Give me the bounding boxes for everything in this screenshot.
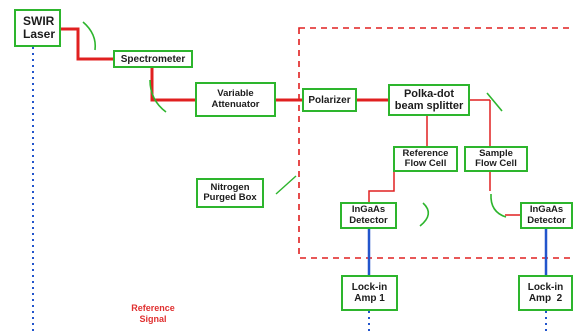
variable-attenuator-line-2: Attenuator <box>211 98 260 110</box>
nitrogen-purged-enclosure <box>298 27 573 259</box>
swir-laser-line-1: SWIR <box>23 13 55 28</box>
beam-splitter-line-1: Polka-dot <box>403 87 455 100</box>
nitrogen-purged-box-line-2: Purged Box <box>203 192 257 203</box>
beam-laser-to-spectrometer <box>61 27 113 61</box>
ingaas-detector-1-line-2: Detector <box>349 214 388 226</box>
reference-signal-line-1: Reference <box>131 303 175 313</box>
lock-in-amp-1-box: Lock-in Amp 1 <box>341 275 398 311</box>
mirror-5-icon <box>490 193 507 218</box>
reference-flow-cell-box: Reference Flow Cell <box>393 146 458 172</box>
sample-flow-cell-box: Sample Flow Cell <box>464 146 528 172</box>
reference-signal-label: Reference Signal <box>120 303 186 326</box>
mirror-3-icon <box>486 92 503 112</box>
lock-in-amp-2-line-1: Lock-in <box>527 282 564 293</box>
swir-laser-box: SWIR Laser <box>14 9 61 47</box>
variable-attenuator-box: Variable Attenuator <box>195 82 276 117</box>
lock-in-amp-2-box: Lock-in Amp 2 <box>518 275 573 311</box>
mirror-2-icon <box>149 79 167 113</box>
nitrogen-purged-box-line-1: Nitrogen <box>210 181 250 193</box>
polka-dot-beam-splitter-box: Polka-dot beam splitter <box>388 84 470 116</box>
variable-attenuator-line-1: Variable <box>217 88 254 100</box>
polarizer-label: Polarizer <box>308 94 351 106</box>
swir-laser-line-2: Laser <box>23 27 56 41</box>
ingaas-detector-2-line-1: InGaAs <box>529 204 564 216</box>
lock-in-amp-1-line-2: Amp 1 <box>354 293 385 304</box>
beam-splitter-line-2: beam splitter <box>394 100 464 112</box>
reference-flow-cell-line-1: Reference <box>402 147 449 159</box>
nitrogen-purged-box-label: Nitrogen Purged Box <box>196 178 264 208</box>
sample-flow-cell-line-1: Sample <box>479 147 513 159</box>
reference-signal-line-2: Signal <box>139 314 167 325</box>
spectrometer-box: Spectrometer <box>113 50 193 68</box>
lock-in-amp-1-line-1: Lock-in <box>351 282 388 293</box>
beam-reference-to-detector1 <box>368 172 395 202</box>
lock-in-amp-2-line-2: Amp 2 <box>528 293 563 304</box>
ingaas-detector-2-box: InGaAs Detector <box>520 202 573 229</box>
sample-flow-cell-line-2: Flow Cell <box>475 158 517 169</box>
leader-nitrogen-box <box>275 175 297 195</box>
reference-flow-cell-line-2: Flow Cell <box>404 158 447 169</box>
ingaas-detector-2-line-2: Detector <box>527 214 566 226</box>
polarizer-box: Polarizer <box>302 88 357 112</box>
ingaas-detector-1-box: InGaAs Detector <box>340 202 397 229</box>
spectrometer-label: Spectrometer <box>120 53 186 65</box>
beam-spectrometer-to-attenuator <box>150 67 195 102</box>
ingaas-detector-1-line-1: InGaAs <box>351 204 386 216</box>
mirror-1-icon <box>82 21 97 51</box>
mirror-4-icon <box>419 202 430 227</box>
